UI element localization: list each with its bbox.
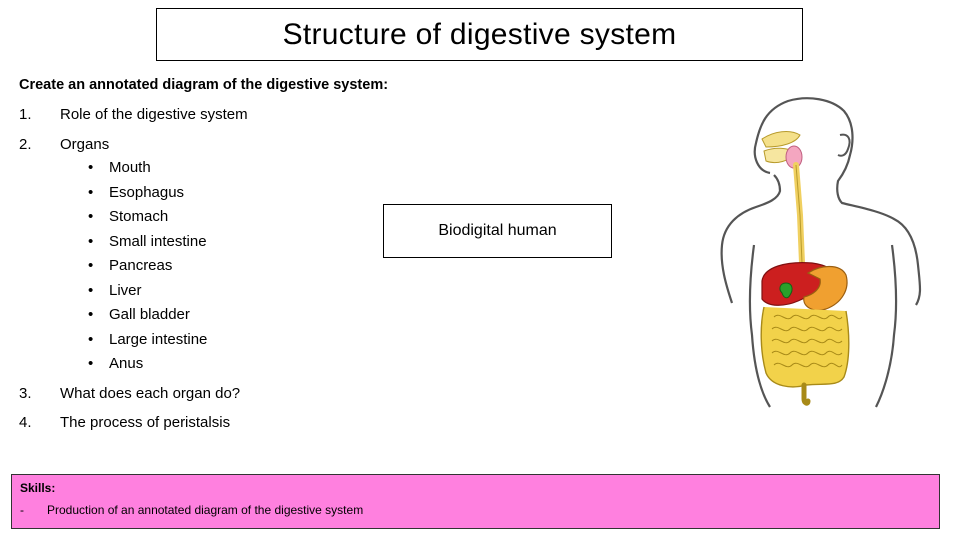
bullet-icon: •: [88, 159, 94, 176]
organ-item: •Stomach: [88, 205, 207, 230]
bullet-icon: •: [88, 355, 94, 372]
item-number: 4.: [19, 414, 32, 431]
title-box: Structure of digestive system: [156, 8, 803, 61]
bullet-icon: •: [88, 306, 94, 323]
organ-item: •Small intestine: [88, 230, 207, 255]
item-text: The process of peristalsis: [60, 414, 231, 431]
esophagus-edge: [795, 164, 803, 264]
organ-item: •Anus: [88, 352, 207, 377]
organ-item: •Mouth: [88, 156, 207, 181]
nasal-cavity: [761, 131, 801, 148]
bullet-icon: •: [88, 232, 94, 250]
list-item-3: 3. What does each organ do?: [19, 385, 240, 402]
gallbladder: [779, 282, 793, 299]
biodigital-human-box[interactable]: Biodigital human: [383, 204, 612, 258]
item-text: What does each organ do?: [60, 385, 241, 402]
bullet-icon: •: [88, 257, 94, 274]
small-intestine: [771, 314, 843, 368]
organ-list: •Mouth •Esophagus •Stomach •Small intest…: [88, 156, 207, 377]
skills-label: Skills:: [20, 481, 56, 495]
organ-item: •Pancreas: [88, 254, 207, 279]
stomach: [803, 265, 848, 311]
organ-item: •Large intestine: [88, 328, 207, 353]
item-text: Role of the digestive system: [60, 106, 248, 123]
skills-box: Skills: - Production of an annotated diag…: [11, 474, 940, 529]
item-number: 3.: [19, 385, 32, 402]
ear-outline: [837, 133, 851, 157]
biodigital-human-label: Biodigital human: [438, 222, 557, 239]
skills-text: Production of an annotated diagram of th…: [47, 503, 364, 517]
skills-dash: -: [20, 503, 24, 517]
page-title: Structure of digestive system: [282, 17, 677, 51]
list-item-1: 1. Role of the digestive system: [19, 106, 248, 123]
list-item-2: 2. Organs: [19, 136, 109, 153]
organ-item: •Gall bladder: [88, 303, 207, 328]
organ-item: •Liver: [88, 279, 207, 304]
item-number: 2.: [19, 136, 32, 153]
digestive-system-illustration: [720, 97, 922, 408]
item-text: Organs: [60, 136, 110, 153]
bullet-icon: •: [88, 281, 94, 299]
bullet-icon: •: [88, 330, 94, 348]
list-item-4: 4. The process of peristalsis: [19, 414, 230, 431]
intro-text: Create an annotated diagram of the diges…: [19, 77, 389, 93]
bullet-icon: •: [88, 208, 94, 225]
body-outline: [720, 97, 922, 306]
item-number: 1.: [19, 106, 32, 123]
bullet-icon: •: [88, 183, 94, 201]
organ-item: •Esophagus: [88, 181, 207, 206]
torso-outline: [748, 244, 898, 408]
skills-item: - Production of an annotated diagram of t…: [20, 503, 363, 517]
rectum: [801, 382, 811, 406]
